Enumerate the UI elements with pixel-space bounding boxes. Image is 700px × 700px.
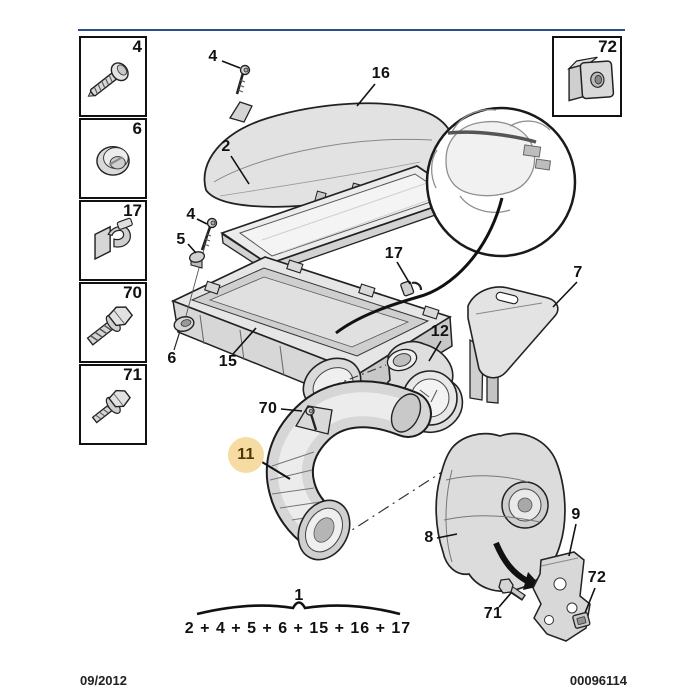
sidebar-box-70: 70 — [79, 282, 147, 363]
sidebar-box-4: 4 — [79, 36, 147, 117]
kit-formula: 2 + 4 + 5 + 6 + 15 + 16 + 17 — [184, 620, 412, 637]
sidebar-box-71-label: 71 — [123, 365, 142, 384]
housing-grommet-6 — [173, 316, 195, 351]
spring-clip-icon — [94, 217, 133, 261]
callout-4-housing: 4 — [186, 206, 196, 223]
sidebar-box-4-label: 4 — [132, 37, 142, 56]
engine-inset — [425, 106, 577, 258]
hose-route-line — [335, 197, 504, 335]
callout-4-cover: 4 — [208, 48, 218, 65]
callout-15: 15 — [218, 353, 238, 370]
callout-7: 7 — [573, 264, 583, 281]
callout-17: 17 — [384, 245, 404, 262]
cage-nut-icon — [567, 56, 615, 102]
cover-screw-4 — [235, 64, 251, 95]
flange-bolt-icon — [91, 389, 131, 424]
leader-lines — [187, 60, 596, 614]
callout-9: 9 — [571, 506, 581, 523]
part-11-air-intake-duct — [265, 380, 432, 561]
doc-date: 09/2012 — [80, 673, 127, 688]
hex-bolt-icon — [86, 306, 134, 346]
doc-number: 00096114 — [569, 673, 627, 688]
callout-11-highlighted: 11 — [228, 437, 264, 473]
bracket-bolt-71 — [498, 578, 526, 601]
sidebar-box-17-label: 17 — [123, 201, 142, 220]
callout-72: 72 — [587, 569, 607, 586]
callout-2: 2 — [221, 138, 231, 155]
part-7-bracket — [467, 286, 559, 404]
part-15-air-cleaner-housing — [170, 256, 453, 411]
grommet-icon — [96, 145, 130, 176]
part-8-intake-silencer — [435, 432, 566, 593]
callout-70: 70 — [258, 400, 278, 417]
header-rule — [78, 29, 625, 31]
kit-brace — [196, 601, 401, 616]
sidebar-box-6: 6 — [79, 118, 147, 199]
sidebar-box-6-label: 6 — [132, 119, 142, 138]
callout-6: 6 — [167, 350, 177, 367]
housing-screw-4 — [185, 217, 218, 317]
housing-nut-5 — [188, 251, 206, 269]
kit-label: 1 — [294, 587, 304, 604]
callout-71: 71 — [483, 605, 503, 622]
sidebar-box-17: 17 — [79, 200, 147, 281]
bracket-nut-72 — [572, 611, 591, 629]
legend-box-72-label: 72 — [598, 37, 617, 56]
clip-17 — [400, 280, 423, 297]
callout-8: 8 — [424, 529, 434, 546]
screw-icon — [87, 62, 129, 97]
callout-12: 12 — [430, 323, 450, 340]
callout-5: 5 — [176, 231, 186, 248]
sidebar-box-70-label: 70 — [123, 283, 142, 302]
sidebar-box-71: 71 — [79, 364, 147, 445]
legend-box-72: 72 — [552, 36, 622, 117]
duct-screw-70 — [305, 406, 318, 431]
callout-16: 16 — [371, 65, 391, 82]
